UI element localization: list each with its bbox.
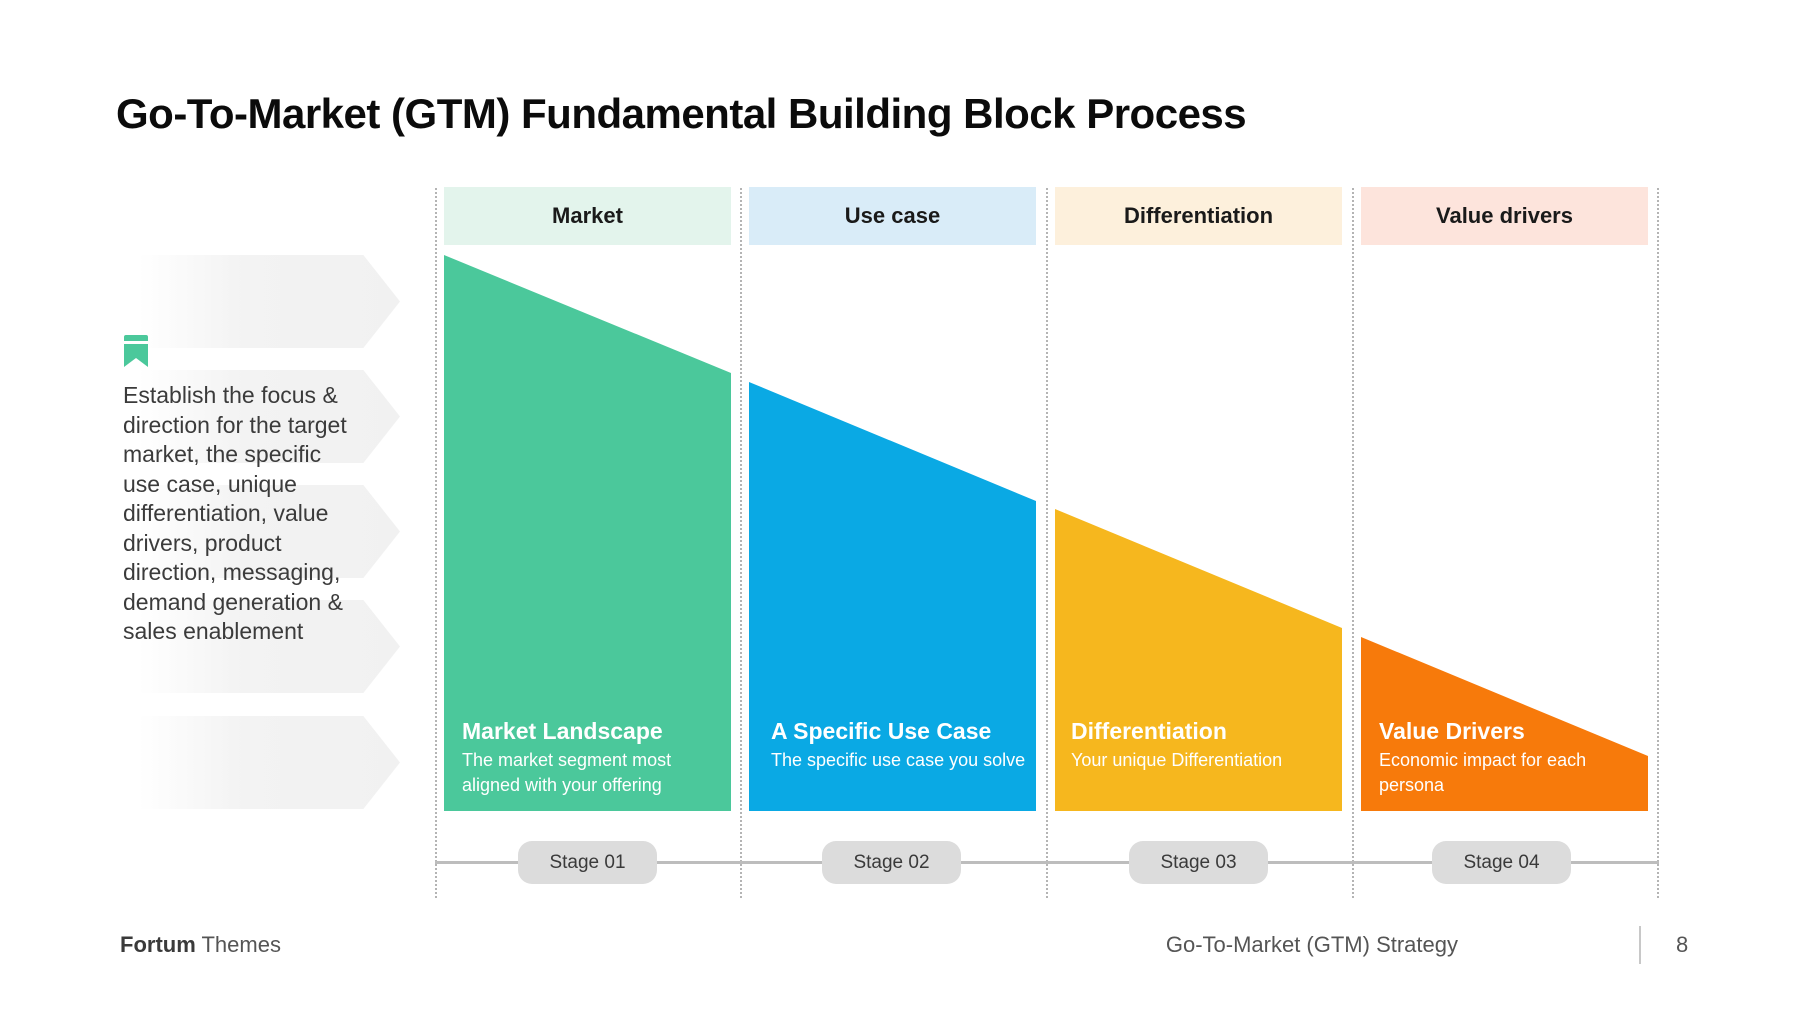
card-title: A Specific Use Case — [771, 718, 992, 744]
block-market — [444, 255, 731, 811]
header-differentiation: Differentiation — [1055, 187, 1342, 245]
chevron-band-2 — [138, 370, 400, 463]
intro-text: Establish the focus & direction for the … — [123, 382, 347, 644]
card-title: Differentiation — [1071, 718, 1227, 744]
chevron-band-4 — [138, 600, 400, 693]
column-separator — [1352, 188, 1354, 898]
card-value-drivers: Value Drivers Economic impact for each p… — [1379, 716, 1634, 798]
footer-divider — [1639, 926, 1641, 964]
card-market: Market Landscape The market segment most… — [462, 716, 722, 798]
header-value-drivers: Value drivers — [1361, 187, 1648, 245]
card-description: Your unique Differentiation — [1071, 750, 1283, 770]
page-title: Go-To-Market (GTM) Fundamental Building … — [116, 90, 1247, 137]
stage-pill-01: Stage 01 — [518, 841, 657, 884]
card-title: Value Drivers — [1379, 718, 1525, 744]
card-title: Market Landscape — [462, 718, 663, 744]
block-differentiation — [1055, 509, 1342, 811]
stage-pill-02: Stage 02 — [822, 841, 961, 884]
block-use-case — [749, 382, 1036, 811]
footer-brand: Fortum Themes — [120, 932, 281, 958]
bookmark-icon — [124, 335, 148, 367]
column-separator — [1046, 188, 1048, 898]
card-description: The market segment most aligned with you… — [462, 750, 672, 795]
card-use-case: A Specific Use Case The specific use cas… — [771, 716, 1031, 773]
column-separator — [435, 188, 437, 898]
stage-pill-03: Stage 03 — [1129, 841, 1268, 884]
header-use-case: Use case — [749, 187, 1036, 245]
chevron-band-1 — [138, 255, 400, 348]
column-separator — [1657, 188, 1659, 898]
chevron-band-5 — [138, 716, 400, 809]
stage-pill-04: Stage 04 — [1432, 841, 1571, 884]
card-differentiation: Differentiation Your unique Differentiat… — [1071, 716, 1331, 773]
card-description: Economic impact for each persona — [1379, 750, 1587, 795]
chevron-band-3 — [138, 485, 400, 578]
footer-deck-title: Go-To-Market (GTM) Strategy — [1165, 932, 1458, 957]
brand-name: Fortum — [120, 932, 196, 957]
column-separator — [740, 188, 742, 898]
card-description: The specific use case you solve — [771, 750, 1026, 770]
stage-timeline — [435, 861, 1659, 864]
brand-suffix: Themes — [201, 932, 281, 957]
block-value-drivers — [1361, 637, 1648, 811]
page-number: 8 — [1676, 932, 1689, 957]
header-market: Market — [444, 187, 731, 245]
